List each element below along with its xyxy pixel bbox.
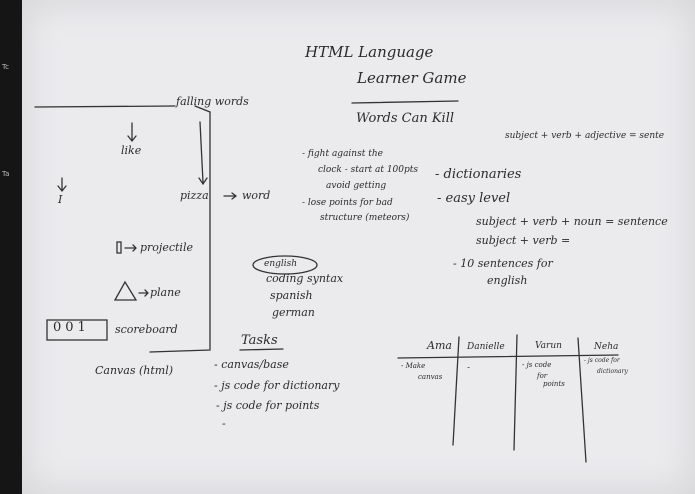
dictionaries-note: - dictionaries: [435, 167, 522, 182]
scoreboard-box: [46, 319, 108, 341]
task-item: -: [222, 417, 226, 430]
ama-note: canvas: [418, 373, 443, 381]
canvas-border-line: [149, 105, 211, 353]
tasks-underline: [239, 348, 284, 351]
word-pizza: pizza: [180, 189, 209, 202]
word-i: I: [58, 193, 63, 206]
people-column-line-1: [452, 336, 460, 446]
arrow-plane: [138, 289, 149, 297]
title-underline: [351, 100, 459, 104]
neha-note: dictionary: [597, 368, 628, 375]
task-item: - js code for dictionary: [214, 379, 340, 392]
person-ama: Ama: [427, 339, 452, 352]
arrow-word: [223, 192, 238, 200]
task-item: - js code for points: [216, 399, 320, 412]
neha-note: - js code for: [584, 357, 620, 364]
falling-words-label: falling words: [176, 95, 249, 108]
people-column-line-2: [513, 334, 518, 451]
people-header-line: [397, 354, 619, 359]
people-column-line-3: [577, 337, 587, 463]
person-danielle: Danielle: [467, 342, 505, 352]
edge-mark: Ta: [2, 170, 10, 178]
task-item: - canvas/base: [214, 358, 289, 371]
ten-sentences-1: - 10 sentences for: [453, 257, 553, 270]
arrow-i: [57, 177, 67, 193]
danielle-note: -: [467, 363, 471, 373]
english-circle: [252, 255, 318, 275]
formula-top: subject + verb + adjective = sente: [505, 131, 665, 141]
note-fight-4: - lose points for bad: [302, 198, 393, 208]
language-english: english: [264, 259, 298, 269]
arrow-projectile: [124, 244, 137, 252]
scoreboard-digits: 001: [53, 320, 90, 335]
language-spanish: spanish: [270, 289, 313, 302]
person-neha: Neha: [594, 342, 619, 352]
subtitle: Words Can Kill: [356, 111, 455, 126]
plane-shape: [113, 280, 138, 301]
language-coding-syntax: coding syntax: [266, 272, 344, 285]
canvas-label: Canvas (html): [95, 364, 174, 377]
plane-label: plane: [150, 286, 181, 299]
varun-note: for: [537, 372, 548, 380]
ten-sentences-2: english: [487, 274, 528, 287]
edge-mark: Tc: [2, 63, 9, 71]
formula-2: subject + verb =: [476, 234, 571, 247]
word-word: word: [242, 189, 271, 202]
projectile-label: projectile: [140, 241, 193, 254]
easy-level-note: - easy level: [437, 191, 511, 206]
scoreboard-label: scoreboard: [115, 323, 178, 336]
formula-1: subject + verb + noun = sentence: [476, 215, 668, 228]
note-fight-1: - fight against the: [302, 149, 383, 159]
word-like: like: [121, 144, 142, 157]
person-varun: Varun: [535, 341, 562, 351]
arrow-pizza: [198, 121, 208, 186]
projectile-shape: [116, 241, 122, 254]
note-fight-3: avoid getting: [326, 181, 387, 191]
varun-note: points: [543, 380, 565, 388]
tasks-heading: Tasks: [241, 333, 278, 348]
ama-note: - Make: [401, 362, 426, 370]
note-fight-2: clock - start at 100pts: [318, 165, 418, 175]
varun-note: - js code: [522, 361, 552, 369]
title-line-2: Learner Game: [357, 69, 467, 87]
dark-background-edge: Tc Ta: [0, 0, 22, 494]
note-fight-5: structure (meteors): [320, 213, 410, 223]
language-german: german: [272, 306, 315, 319]
title-line-1: HTML Language: [305, 43, 434, 61]
falling-line: [34, 105, 176, 108]
arrow-like: [127, 122, 137, 143]
